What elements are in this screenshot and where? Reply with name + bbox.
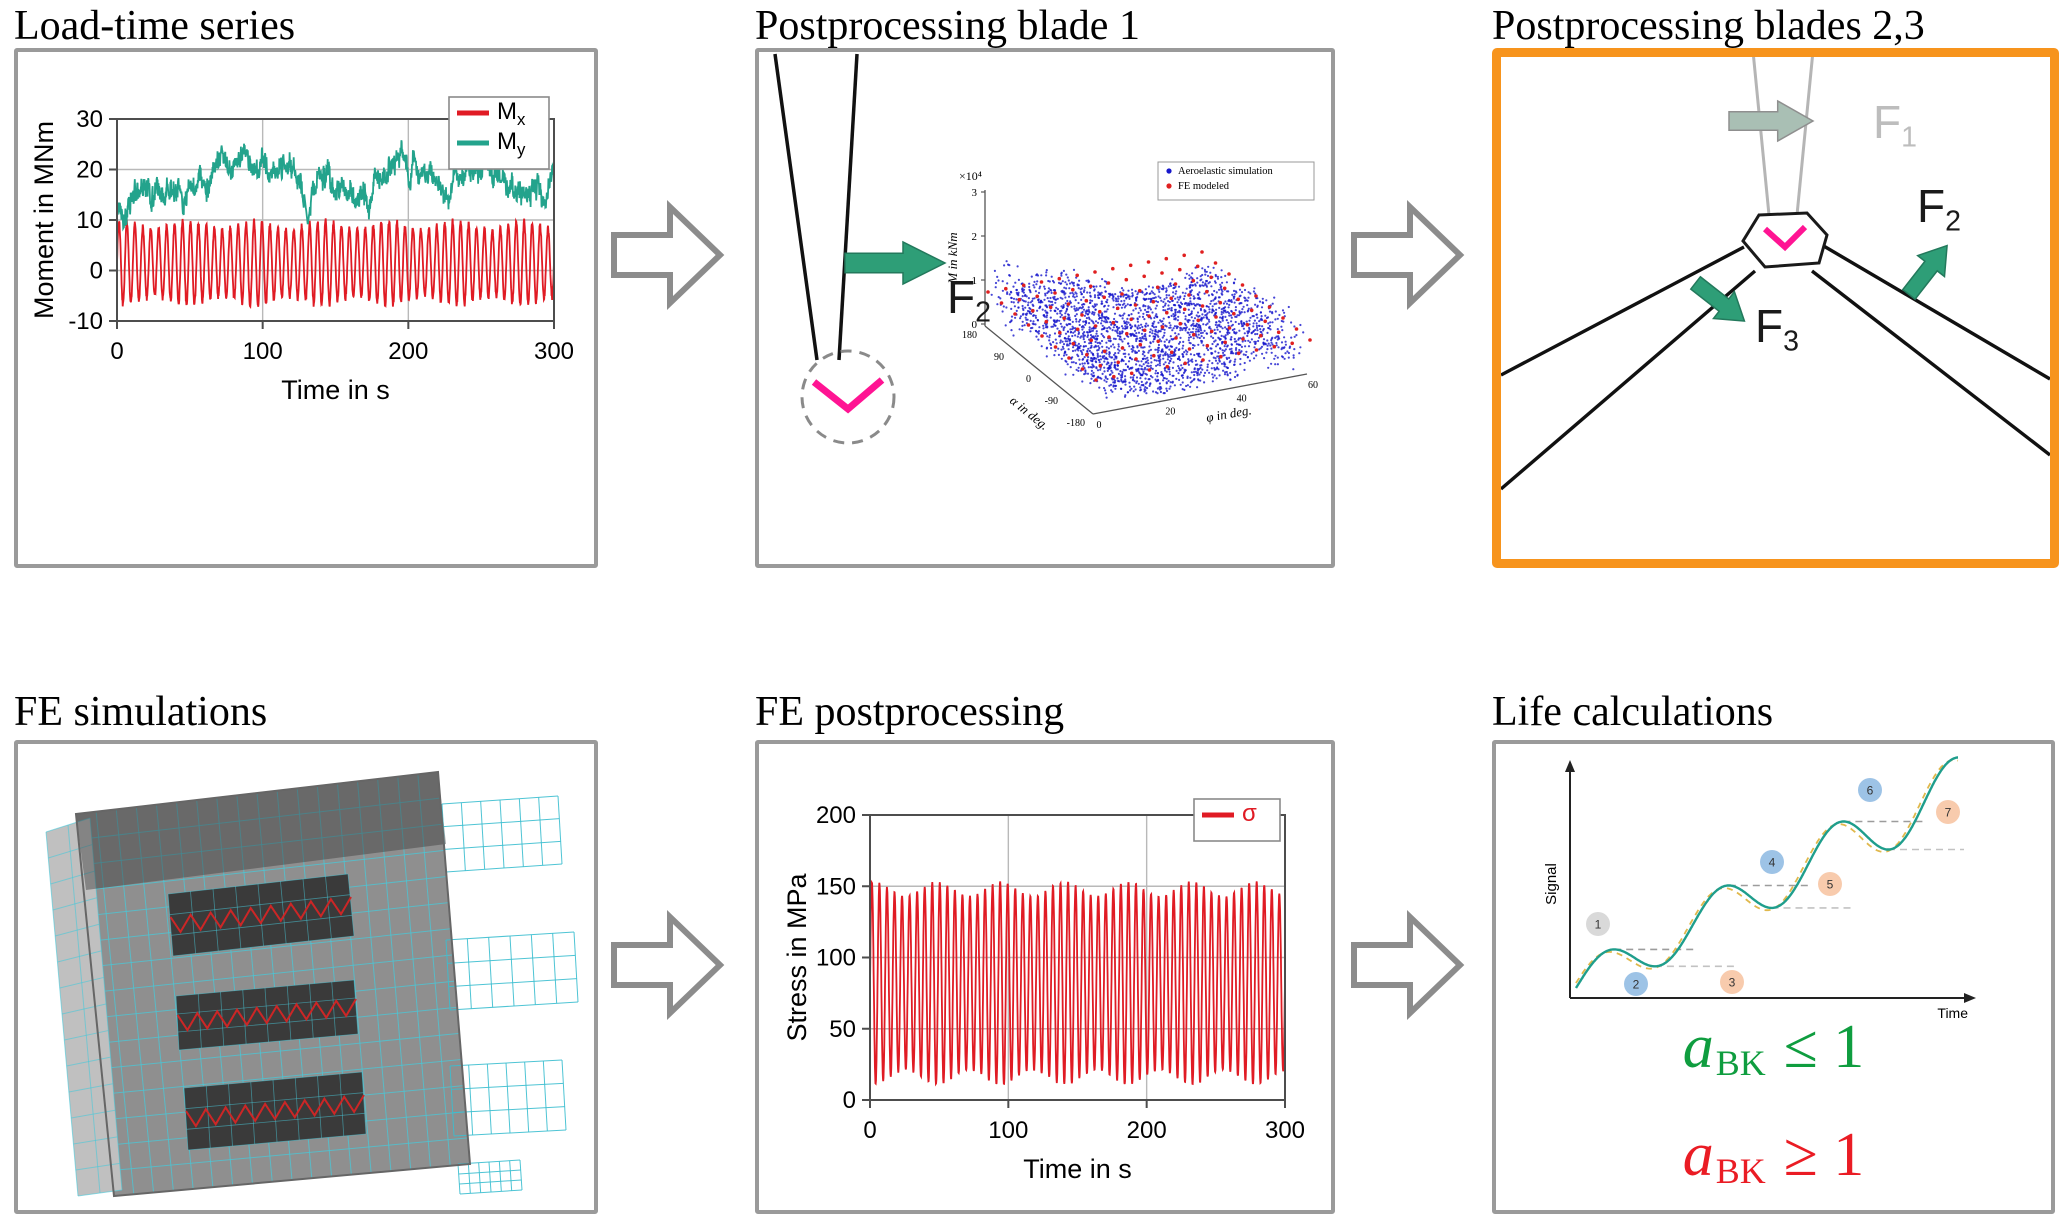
rotor-hub-sketch	[1501, 57, 2050, 491]
svg-text:7: 7	[1945, 806, 1952, 820]
panel-postprocessing-blades23: F1 F2 F3	[1492, 48, 2059, 568]
svg-text:200: 200	[1127, 1117, 1167, 1144]
svg-text:-10: -10	[68, 308, 103, 335]
svg-text:100: 100	[243, 338, 283, 365]
flow-arrow-shape	[611, 909, 725, 1021]
criterion-variable: a	[1682, 1121, 1714, 1189]
panel-title-postprocessing-blades23: Postprocessing blades 2,3	[1492, 3, 1925, 49]
svg-text:0: 0	[110, 338, 123, 365]
svg-text:0: 0	[972, 319, 978, 331]
svg-text:My: My	[497, 128, 526, 159]
svg-text:3: 3	[972, 187, 978, 199]
force-symbol: F	[1755, 300, 1784, 352]
svg-text:40: 40	[1237, 393, 1247, 404]
flow-arrow-shape	[1351, 199, 1465, 311]
flow-arrow-right-icon	[611, 199, 725, 311]
svg-text:6: 6	[1867, 784, 1874, 798]
force-subscript: 3	[1783, 325, 1799, 358]
svg-text:Time in s: Time in s	[281, 375, 390, 405]
svg-text:M in kNm: M in kNm	[945, 232, 960, 284]
svg-text:×10⁴: ×10⁴	[959, 169, 982, 183]
flow-arrow-right-icon	[1351, 909, 1465, 1021]
svg-text:Moment in MNm: Moment in MNm	[29, 121, 59, 319]
svg-text:Signal: Signal	[1543, 863, 1560, 905]
panel-title-life-calculations: Life calculations	[1492, 689, 1774, 735]
flow-arrow-right-icon	[611, 909, 725, 1021]
svg-text:0: 0	[843, 1087, 856, 1114]
flow-arrow-shape	[1351, 909, 1465, 1021]
criterion-subscript: BK	[1715, 1042, 1766, 1083]
criterion-fail: aBK ≥ 1	[1496, 1124, 2051, 1190]
svg-text:200: 200	[388, 338, 428, 365]
fe-mesh-sketch	[45, 770, 579, 1198]
svg-text:φ in deg.: φ in deg.	[1205, 402, 1253, 425]
svg-text:0: 0	[863, 1117, 876, 1144]
svg-text:1: 1	[1595, 918, 1602, 932]
panel-title-fe-simulations: FE simulations	[14, 689, 268, 735]
svg-text:300: 300	[534, 338, 574, 365]
svg-text:20: 20	[76, 157, 103, 184]
svg-text:10: 10	[76, 207, 103, 234]
svg-text:-90: -90	[1045, 396, 1058, 407]
force-subscript: 2	[975, 296, 991, 329]
force-symbol: F	[1917, 180, 1946, 232]
svg-text:0: 0	[1097, 420, 1102, 431]
svg-text:0: 0	[90, 258, 103, 285]
blade-sketch	[773, 53, 947, 445]
svg-text:180: 180	[962, 330, 977, 341]
svg-text:1: 1	[972, 275, 978, 287]
svg-text:20: 20	[1165, 407, 1175, 418]
svg-text:100: 100	[816, 945, 856, 972]
panel-fe-simulations	[14, 740, 598, 1214]
svg-text:200: 200	[816, 802, 856, 829]
svg-text:60: 60	[1308, 380, 1318, 391]
svg-text:2: 2	[972, 231, 978, 243]
svg-text:300: 300	[1265, 1117, 1305, 1144]
force-subscript: 1	[1901, 121, 1917, 154]
force-label-f1: F1	[1873, 99, 1917, 152]
criterion-subscript: BK	[1715, 1150, 1766, 1191]
force-subscript: 2	[1945, 205, 1961, 238]
criterion-variable: a	[1682, 1013, 1714, 1081]
flow-arrow-shape	[611, 199, 725, 311]
criterion-relation: ≥ 1	[1783, 1121, 1865, 1189]
svg-text:2: 2	[1633, 978, 1640, 992]
svg-text:90: 90	[994, 352, 1004, 363]
svg-text:50: 50	[829, 1016, 856, 1043]
force-label-f3: F3	[1755, 303, 1799, 356]
svg-text:-180: -180	[1067, 418, 1085, 429]
force-label-f2-blade1: F2	[947, 274, 991, 327]
svg-text:4: 4	[1769, 856, 1776, 870]
svg-text:σ: σ	[1242, 800, 1257, 827]
criterion-safe: aBK ≤ 1	[1496, 1016, 2051, 1082]
svg-text:3: 3	[1729, 976, 1736, 990]
svg-text:100: 100	[988, 1117, 1028, 1144]
svg-text:Time: Time	[1937, 1005, 1968, 1021]
svg-text:Time in s: Time in s	[1023, 1154, 1132, 1184]
svg-text:Stress in MPa: Stress in MPa	[782, 872, 812, 1041]
force-label-f2: F2	[1917, 183, 1961, 236]
svg-text:Mx: Mx	[497, 98, 526, 129]
flow-arrow-right-icon	[1351, 199, 1465, 311]
svg-text:0: 0	[1026, 374, 1031, 385]
panel-title-load-time-series: Load-time series	[14, 3, 296, 49]
svg-text:30: 30	[76, 106, 103, 133]
svg-text:150: 150	[816, 873, 856, 900]
criterion-relation: ≤ 1	[1783, 1013, 1865, 1081]
panel-title-fe-postprocessing: FE postprocessing	[755, 689, 1065, 735]
svg-text:5: 5	[1827, 878, 1834, 892]
panel-title-postprocessing-blade1: Postprocessing blade 1	[755, 3, 1140, 49]
force-symbol: F	[1873, 96, 1902, 148]
svg-text:FE modeled: FE modeled	[1178, 181, 1230, 192]
force-symbol: F	[947, 271, 976, 323]
svg-text:Aeroelastic simulation: Aeroelastic simulation	[1178, 166, 1274, 177]
